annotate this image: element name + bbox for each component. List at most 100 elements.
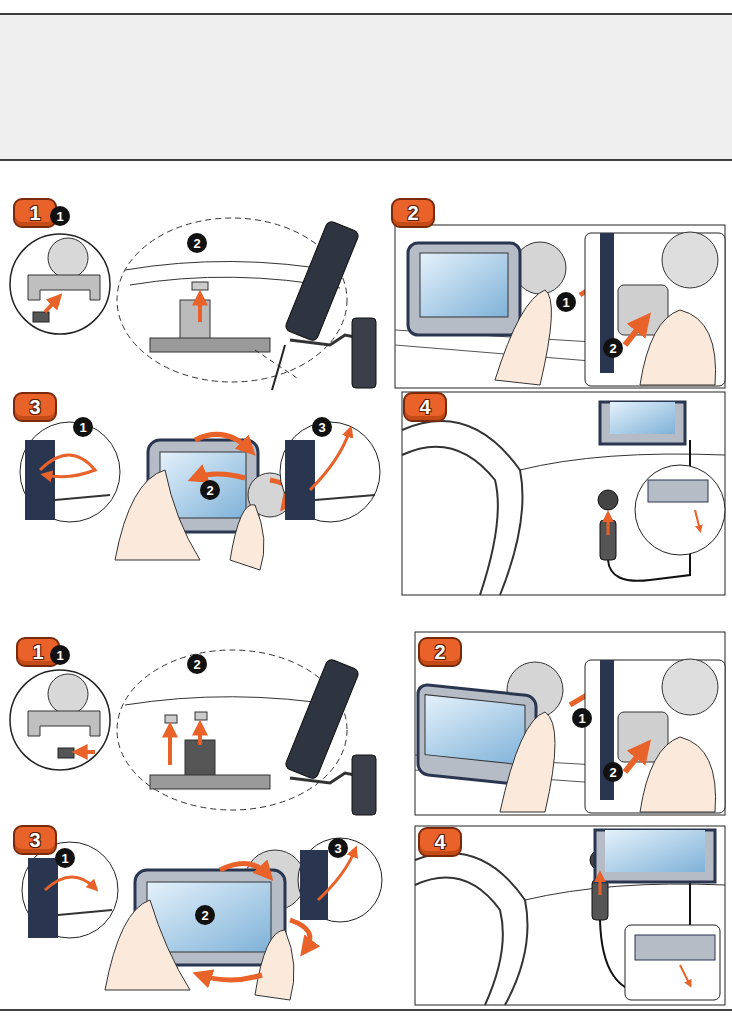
illustration-part xyxy=(10,670,110,770)
step-badge: 2 xyxy=(391,198,435,228)
windshield-photo xyxy=(395,225,725,388)
illustration-part xyxy=(115,470,200,560)
callout-number: 2 xyxy=(195,905,215,925)
illustration-part xyxy=(514,242,566,294)
gps-in-hands xyxy=(115,434,292,570)
illustration-part xyxy=(415,826,725,1005)
illustration-part xyxy=(315,495,375,500)
illustration-part xyxy=(607,515,610,535)
cradle-inset-left xyxy=(20,422,120,522)
illustration-part xyxy=(168,728,172,765)
illustration-part xyxy=(165,715,177,723)
illustration-part xyxy=(10,234,110,334)
illustration-part xyxy=(55,495,110,500)
illustration-part xyxy=(284,220,360,342)
illustration-part xyxy=(662,659,718,715)
illustration-part xyxy=(285,440,315,520)
illustration-part xyxy=(640,737,716,812)
illustration-part xyxy=(352,318,376,388)
illustration-part xyxy=(610,402,675,434)
callout-number: 2 xyxy=(187,654,207,674)
illustration-part xyxy=(255,350,300,380)
callout-label: 3 xyxy=(318,421,325,434)
illustration-part xyxy=(28,858,58,938)
illustration-part xyxy=(600,402,685,444)
illustration-part xyxy=(0,1009,732,1011)
illustration-part xyxy=(180,300,210,340)
illustration-part xyxy=(272,345,285,390)
callout-label: 2 xyxy=(206,484,213,497)
illustration-part xyxy=(300,850,328,920)
callout-label: 2 xyxy=(609,342,616,355)
illustration-part xyxy=(680,965,690,985)
callout-number: 2 xyxy=(200,480,220,500)
illustration-part xyxy=(415,853,528,1005)
illustration-part xyxy=(230,505,264,570)
illustration-part xyxy=(500,712,555,812)
illustration-part xyxy=(585,233,725,386)
cradle-inset-left xyxy=(22,842,118,938)
illustration-part xyxy=(28,275,100,300)
illustration-part xyxy=(150,338,270,352)
illustration-part xyxy=(195,712,207,720)
lever-inset xyxy=(585,232,725,386)
illustration-part xyxy=(625,320,645,345)
illustration-part xyxy=(525,884,725,900)
illustration-part xyxy=(648,480,708,502)
illustration-part xyxy=(284,658,360,780)
gps-device-side xyxy=(272,220,376,390)
callout-label: 1 xyxy=(56,649,63,662)
illustration-part xyxy=(495,290,551,385)
illustration-part xyxy=(598,490,618,510)
illustration-part xyxy=(625,925,720,1000)
step-number: 4 xyxy=(434,832,445,852)
illustration-part xyxy=(408,243,520,335)
illustration-part xyxy=(48,238,88,278)
callout-label: 2 xyxy=(609,766,616,779)
step-number: 1 xyxy=(32,642,43,662)
gps-in-hands xyxy=(105,850,310,1000)
illustration-part xyxy=(40,455,95,477)
step-badge: 3 xyxy=(13,392,57,422)
illustration-part xyxy=(0,159,732,161)
illustration-part xyxy=(298,838,382,922)
illustration-part xyxy=(0,13,732,15)
callout-number: 1 xyxy=(73,417,93,437)
illustration-part xyxy=(290,920,310,950)
illustration-part xyxy=(58,748,74,758)
illustration-part xyxy=(48,674,88,714)
illustration-part xyxy=(20,422,120,522)
callout-label: 1 xyxy=(79,421,86,434)
callout-label: 2 xyxy=(193,658,200,671)
illustration-part xyxy=(195,474,245,478)
dashboard-view xyxy=(402,392,725,595)
step-badge: 4 xyxy=(403,392,447,422)
illustration-part xyxy=(395,225,725,388)
illustration-part xyxy=(352,755,376,815)
illustration-part xyxy=(402,447,498,595)
callout-label: 3 xyxy=(334,842,341,855)
illustration-part xyxy=(625,747,645,772)
step-number: 3 xyxy=(29,830,40,850)
illustration-part xyxy=(33,312,49,322)
illustration-part xyxy=(22,842,118,938)
illustration-part xyxy=(420,253,508,317)
step-badge: 4 xyxy=(418,827,462,857)
callout-number: 1 xyxy=(572,708,592,728)
callout-label: 1 xyxy=(578,712,585,725)
illustration-part xyxy=(0,14,732,160)
step-badge: 2 xyxy=(418,637,462,667)
illustration-part xyxy=(415,632,725,815)
mount-inset xyxy=(10,234,110,334)
callout-number: 1 xyxy=(55,848,75,868)
illustration-part xyxy=(185,740,215,778)
illustration-part xyxy=(599,875,602,895)
illustration-part xyxy=(78,750,95,754)
illustration-part xyxy=(25,440,55,520)
illustration-part xyxy=(200,975,262,980)
illustration-part xyxy=(195,434,250,450)
illustration-part xyxy=(415,878,503,1005)
callout-number: 2 xyxy=(187,233,207,253)
